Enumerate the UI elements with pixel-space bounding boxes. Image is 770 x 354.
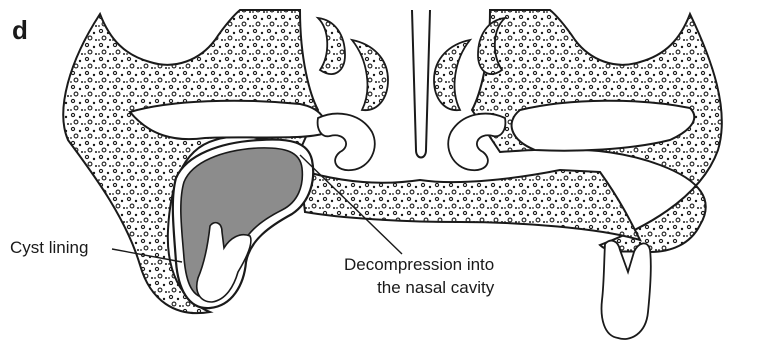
- cyst-lining-label: Cyst lining: [10, 238, 88, 258]
- right-turbinate-middle: [434, 40, 470, 110]
- nasal-septum: [412, 10, 430, 158]
- left-turbinate-middle: [352, 40, 388, 110]
- left-turbinate-upper: [318, 18, 345, 74]
- decompression-label-line-1: Decompression into: [344, 253, 494, 276]
- left-turbinate-lower: [318, 114, 375, 171]
- panel-letter: d: [12, 20, 28, 40]
- molar-tooth: [602, 241, 651, 339]
- decompression-label: Decompression into the nasal cavity: [344, 253, 494, 299]
- decompression-label-line-2: the nasal cavity: [344, 276, 494, 299]
- left-sinus-cavity: [130, 101, 325, 139]
